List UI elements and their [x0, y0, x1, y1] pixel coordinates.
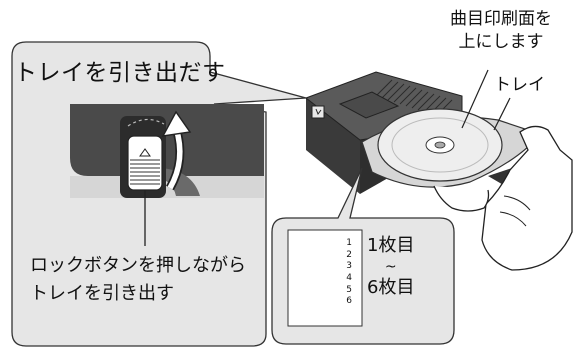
cd-disc: [377, 108, 503, 182]
curved-arrow-icon: [161, 110, 192, 191]
booklet-sheet: [287, 229, 363, 327]
tray-label: トレイ: [494, 75, 545, 95]
sheet-number: 3: [346, 261, 352, 272]
leader-tray-label: [493, 97, 511, 131]
print-side-label-line2: 上にします: [458, 31, 544, 52]
leader-top-label: [461, 69, 489, 129]
sheet-number: 4: [346, 273, 352, 284]
hand-right: [481, 125, 573, 271]
lock-button: [127, 135, 163, 191]
sheet-number: 5: [346, 284, 352, 295]
sheet-range-tilde: ~: [384, 258, 397, 275]
sheet-number: 6: [346, 296, 352, 307]
sheet-number: 2: [346, 249, 352, 260]
sheet-number: 1: [346, 238, 352, 248]
hand-left: [433, 185, 490, 212]
device-closeup: [70, 104, 264, 196]
print-side-label: 曲目印刷面を 上にします: [450, 8, 552, 54]
sheet-range: 1枚目 ~ 6枚目: [367, 235, 414, 300]
callout-title: トレイを引き出だす: [14, 60, 226, 86]
lock-instruction: ロックボタンを押しながらトレイを引き出す: [30, 255, 246, 304]
sheet-number-list: 1 2 3 4 5 6: [330, 238, 352, 308]
print-side-label-line1: 曲目印刷面を: [450, 9, 552, 29]
sheet-range-to: 6枚目: [367, 277, 415, 299]
sheet-range-from: 1枚目: [367, 235, 415, 256]
